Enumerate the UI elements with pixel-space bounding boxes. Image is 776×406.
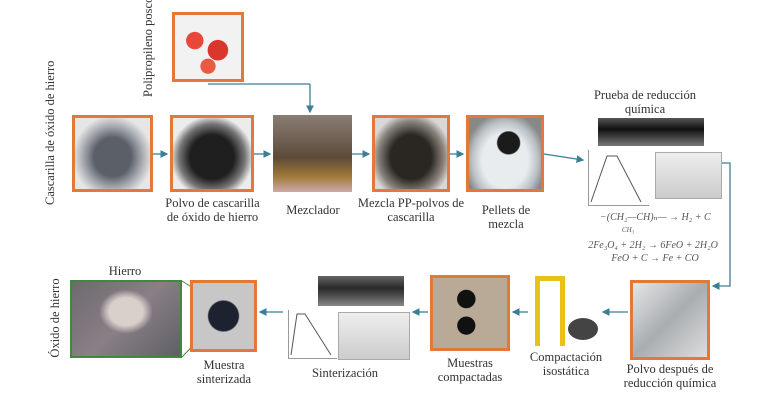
image-micrograph	[70, 280, 182, 358]
arrow-6	[711, 162, 731, 290]
equation-1: 2Fe₃O₄ + 2H₂ → 6FeO + 2H₂O	[588, 240, 718, 251]
image-scale-powder	[170, 115, 254, 192]
image-press-sample	[568, 318, 598, 340]
label-compaction: Compactación isostática	[529, 350, 603, 378]
image-scale	[72, 115, 153, 192]
image-polypropylene	[172, 12, 244, 82]
label-sintered: Muestra sinterizada	[196, 358, 252, 386]
label-compacted: Muestras compactadas	[437, 356, 503, 384]
label-scale-powder: Polvo de cascarilla de óxido de hierro	[165, 196, 260, 224]
sintering-profile-chart	[288, 310, 337, 359]
image-sinter-furnace	[338, 312, 410, 360]
label-polypropylene: Polipropileno posconsumo	[141, 0, 155, 97]
image-compacted	[430, 275, 510, 351]
image-furnace	[655, 152, 722, 199]
image-mix	[372, 115, 450, 192]
label-pellets: Pellets de mezcla	[481, 203, 531, 231]
image-sintered	[190, 280, 257, 352]
equation-2: FeO + C → Fe + CO	[611, 253, 699, 264]
label-sintering: Sinterización	[312, 366, 378, 380]
temperature-profile-chart	[588, 150, 649, 206]
label-powder-after: Polvo después de reducción química	[623, 362, 717, 390]
image-pellets	[466, 115, 544, 192]
label-mix: Mezcla PP-polvos de cascarilla	[357, 196, 465, 224]
label-reduction-test: Prueba de reducción química	[593, 88, 697, 116]
label-iron-oxide: Óxido de hierro	[48, 278, 62, 358]
label-scale: Cascarilla de óxido de hierro	[43, 60, 57, 205]
image-sinter-tube-furnace	[318, 276, 404, 306]
image-mixer	[273, 115, 352, 192]
label-mixer: Mezclador	[286, 203, 340, 217]
image-tube-furnace	[598, 118, 704, 146]
image-press	[535, 276, 565, 346]
equation-pp-sub: CH₃	[621, 226, 635, 234]
equation-pp: −(CH₂—CH)ₙ— → H₂ + C	[600, 212, 711, 223]
arrow-5	[543, 153, 585, 163]
image-powder-after	[630, 280, 710, 360]
label-iron: Hierro	[108, 264, 142, 278]
